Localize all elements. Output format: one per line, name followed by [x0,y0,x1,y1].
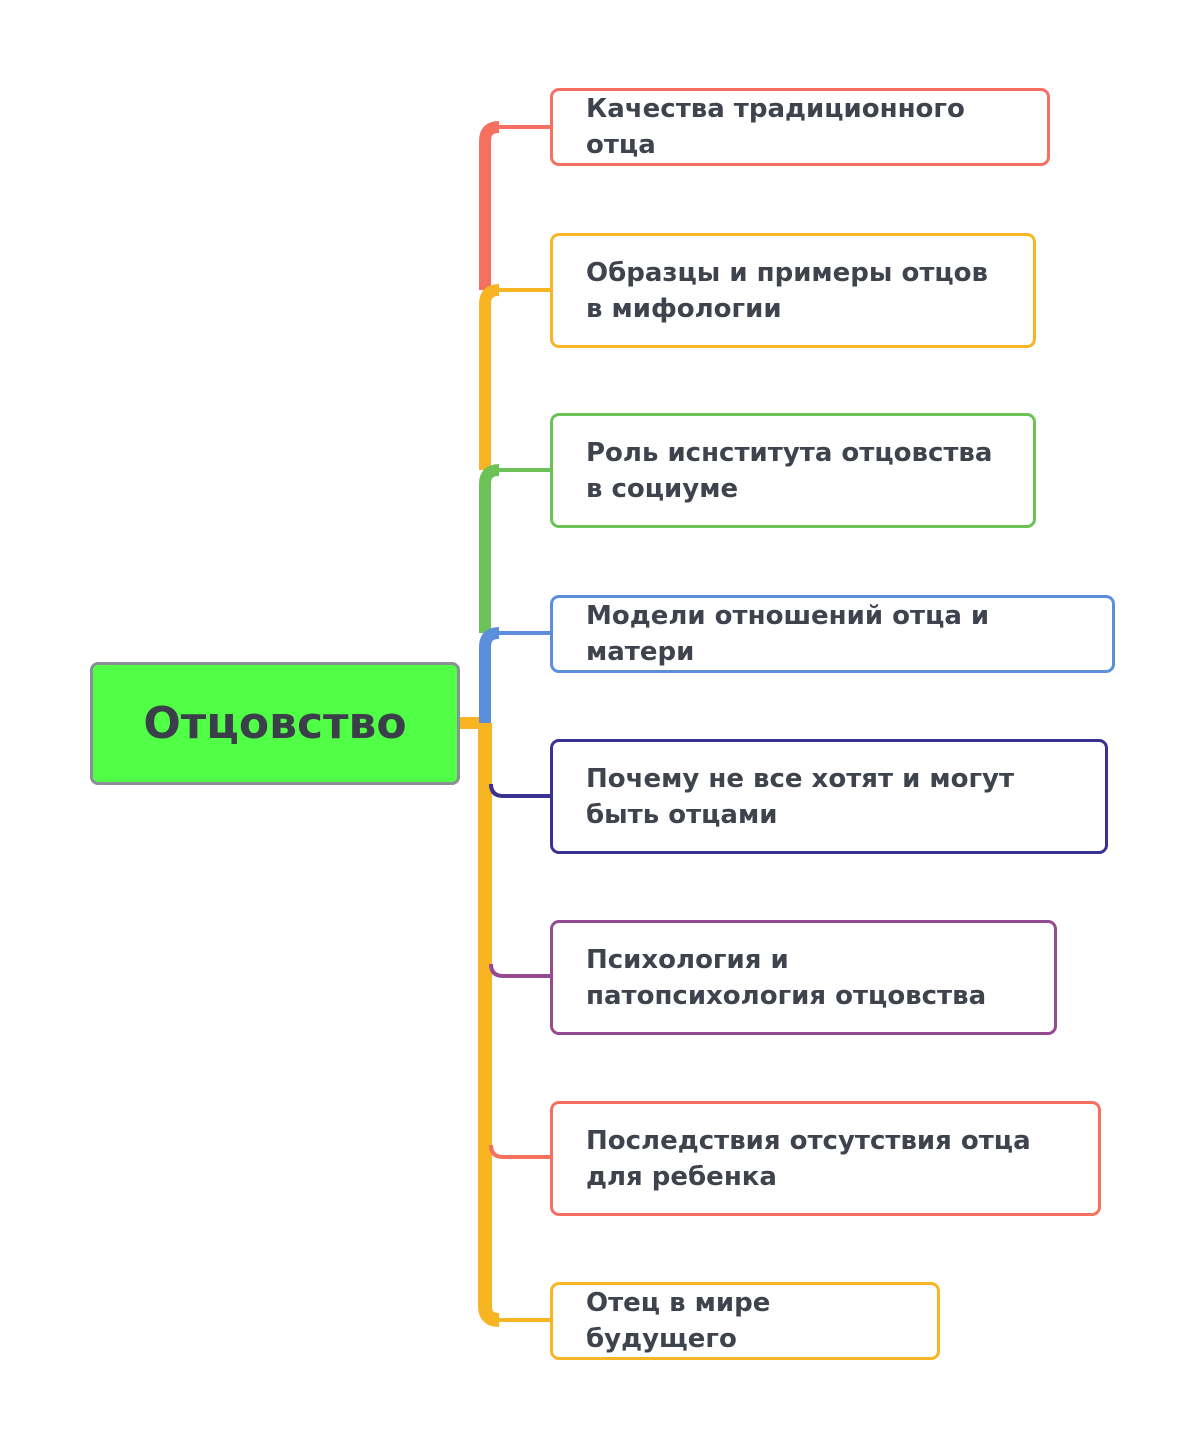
branch-label: Образцы и примеры отцов в мифологии [586,257,988,324]
branch-node-father-in-future[interactable]: Отец в мире будущего [550,1282,940,1360]
branch-node-psychology[interactable]: Психология и патопсихология отцовства [550,920,1057,1035]
trunk-segment [479,121,500,290]
trunk-segment [479,627,500,723]
branch-node-parent-relationship-models[interactable]: Модели отношений отца и матери [550,595,1115,673]
branch-label: Почему не все хотят и могут быть отцами [586,763,1015,830]
trunk-segment-lower [478,723,500,1327]
trunk-segment [479,464,500,633]
branch-connector [489,1144,552,1159]
branch-node-father-absence-consequences[interactable]: Последствия отсутствия отца для ребенка [550,1101,1101,1216]
branch-label: Отец в мире будущего [586,1288,771,1354]
branch-label: Психология и патопсихология отцовства [586,944,987,1011]
root-topic-node[interactable]: Отцовство [90,662,460,785]
branch-node-why-not-fathers[interactable]: Почему не все хотят и могут быть отцами [550,739,1108,854]
branch-label: Модели отношений отца и матери [586,601,990,667]
branch-node-role-in-society[interactable]: Роль иснститута отцовства в социуме [550,413,1036,528]
root-topic-label: Отцовство [143,698,407,749]
branch-label: Последствия отсутствия отца для ребенка [586,1125,1031,1192]
branch-label: Качества традиционного отца [586,94,965,160]
branch-connector [489,963,552,978]
trunk-segment [479,284,500,470]
branch-node-mythology-examples[interactable]: Образцы и примеры отцов в мифологии [550,233,1036,348]
branch-label: Роль иснститута отцовства в социуме [586,437,993,504]
branch-node-traditional-father-qualities[interactable]: Качества традиционного отца [550,88,1050,166]
branch-connector [489,783,552,798]
